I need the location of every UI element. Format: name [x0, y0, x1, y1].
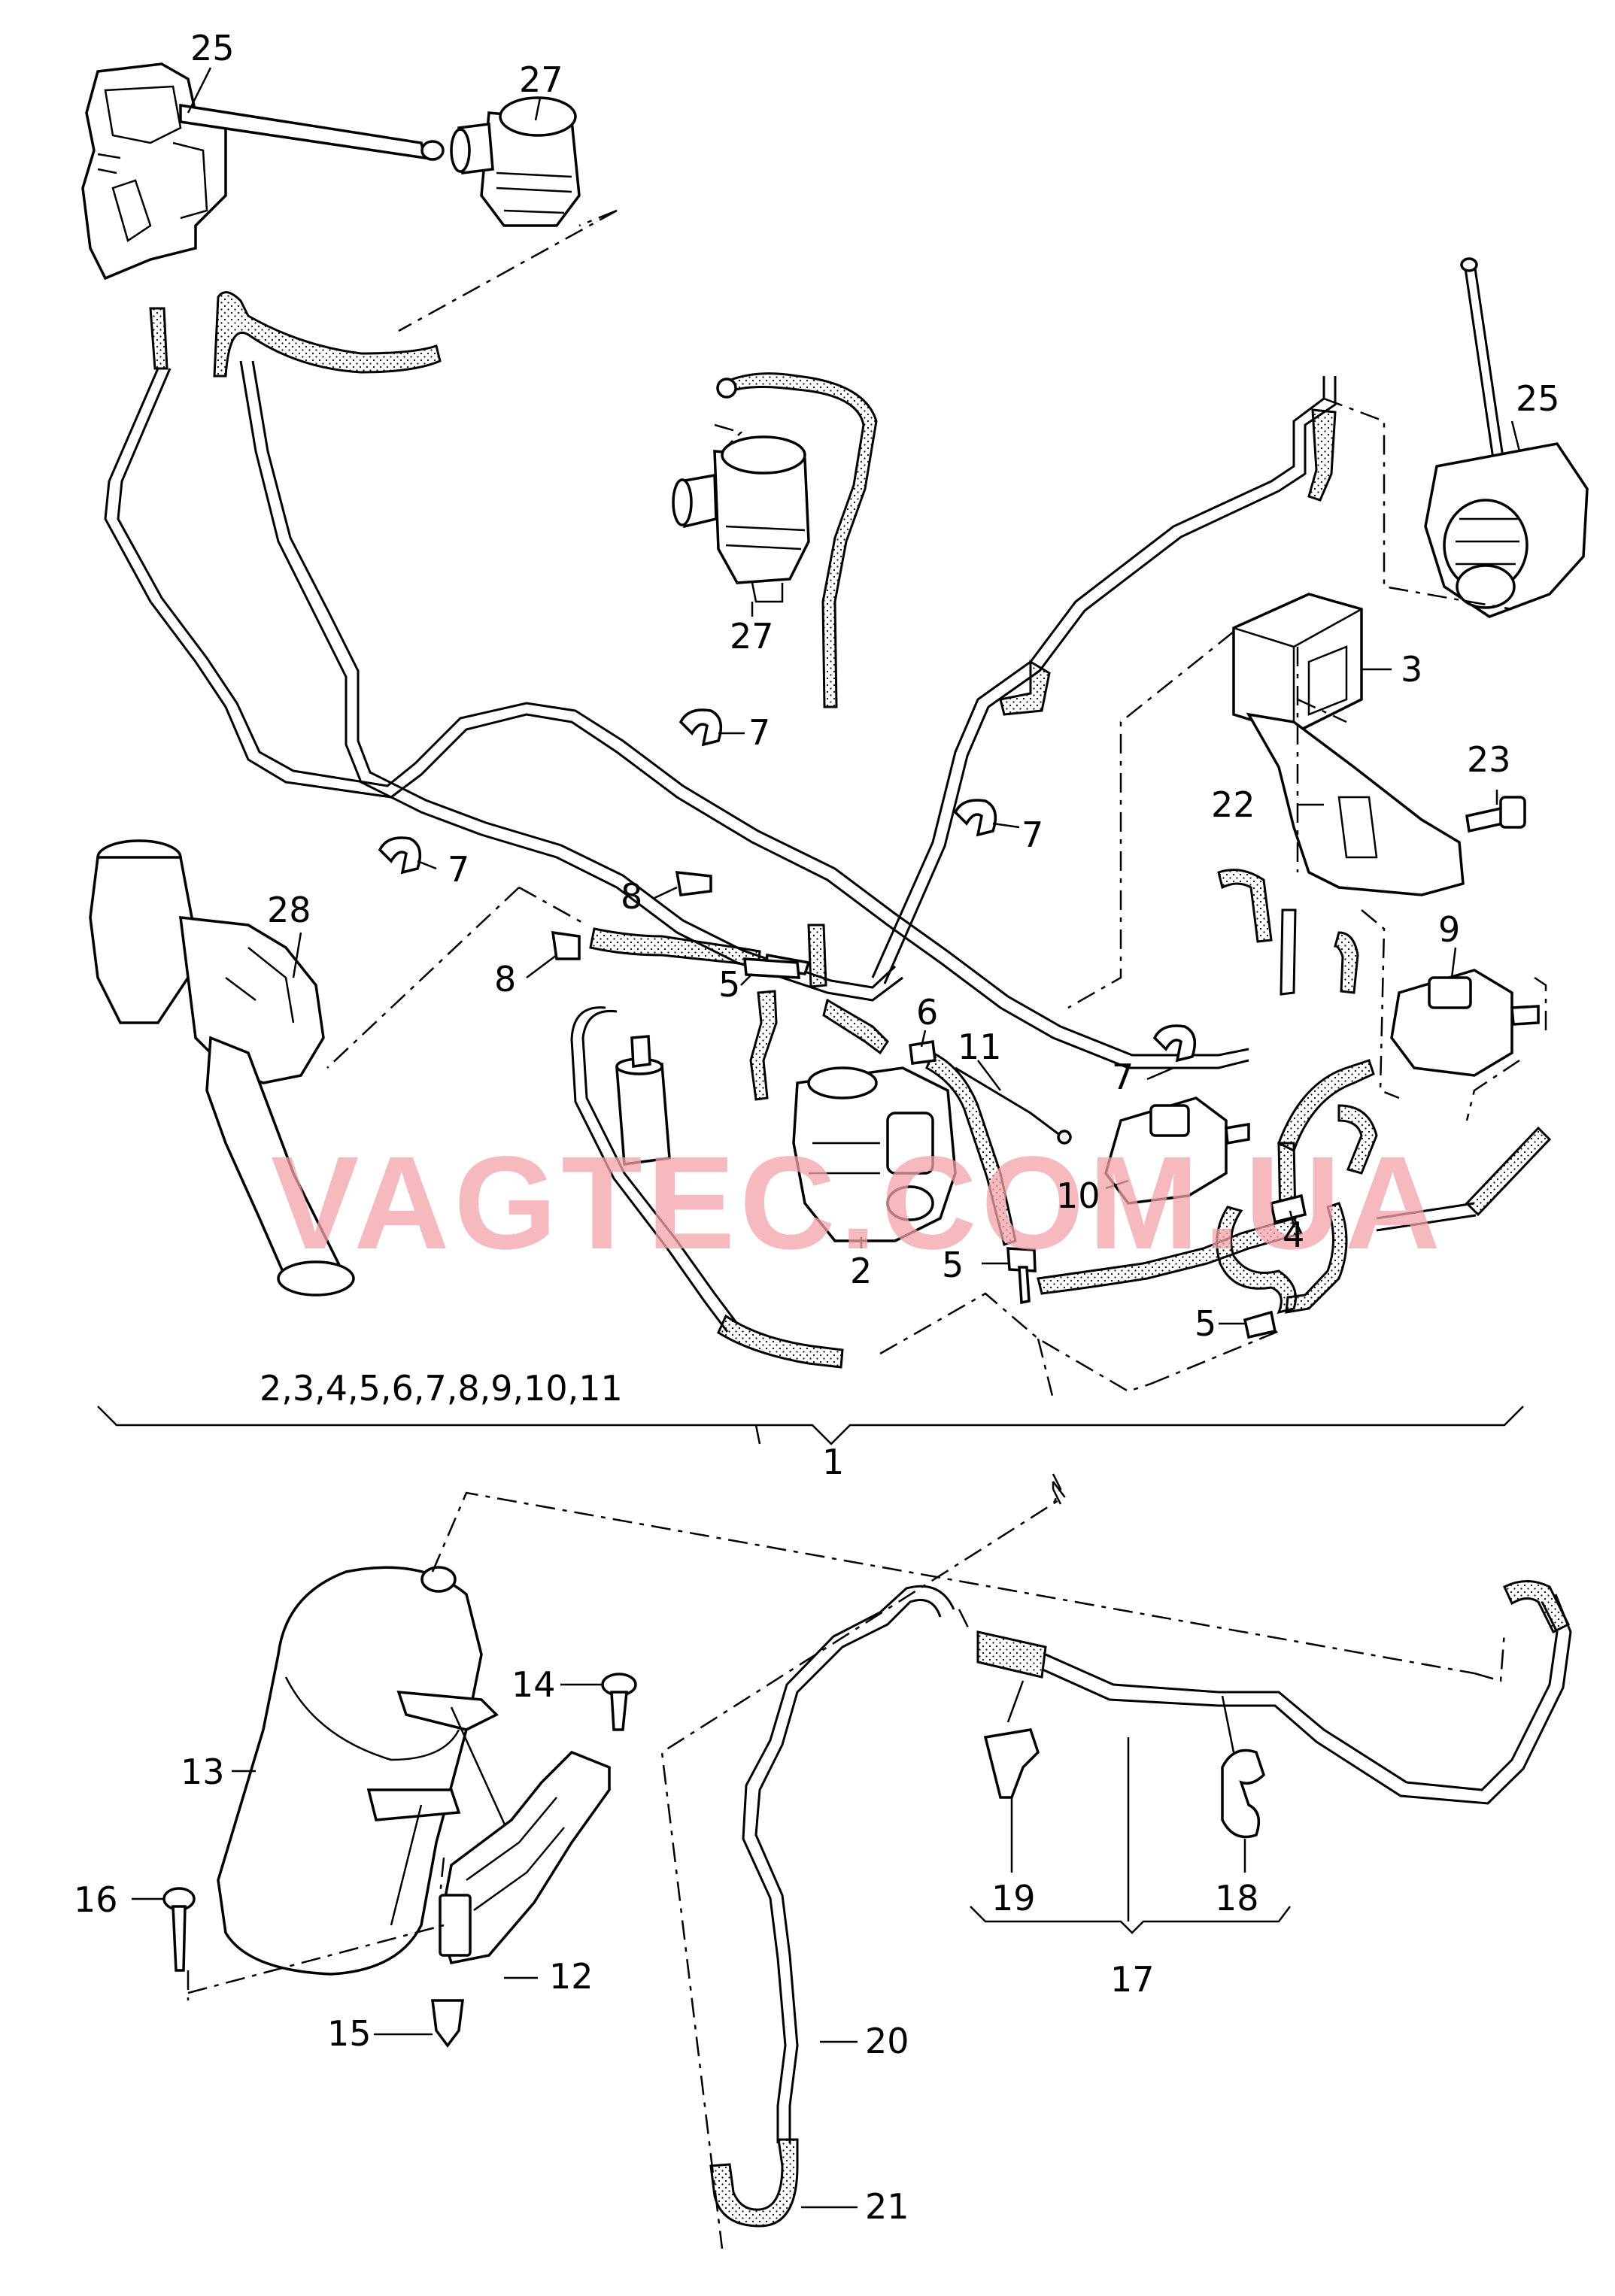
- callout-27: 27: [730, 616, 774, 657]
- callout-numbers: 25 27 27 25 3 23 22 7 7 7 7 8 8 28 5 5 5…: [74, 28, 1560, 2227]
- callout-5: 5: [942, 1245, 964, 1285]
- valve-27-middle: [672, 435, 810, 603]
- part-8: [551, 871, 712, 960]
- callout-1: 1: [822, 1442, 844, 1482]
- callout-8: 8: [621, 876, 642, 917]
- callout-7: 7: [448, 849, 469, 890]
- callout-13: 13: [181, 1752, 225, 1792]
- screw-16: [162, 1887, 196, 1972]
- valve-2: [792, 1066, 957, 1242]
- callout-7: 7: [1022, 814, 1043, 855]
- callout-5: 5: [1195, 1303, 1216, 1344]
- callout-19: 19: [991, 1878, 1036, 1918]
- clips-7: [378, 708, 1197, 1063]
- callout-8: 8: [494, 959, 516, 999]
- bracket-12: [439, 1750, 611, 1965]
- callout-11: 11: [958, 1027, 1002, 1067]
- clip-15: [431, 1999, 464, 2048]
- callout-28: 28: [267, 890, 311, 930]
- callout-16: 16: [74, 1879, 118, 1920]
- callout-15: 15: [327, 2013, 372, 2054]
- callout-7: 7: [748, 712, 770, 753]
- dashed-leaders-lower: [187, 1481, 1475, 2249]
- group-1-items-label: 2,3,4,5,6,7,8,9,10,11: [260, 1368, 623, 1409]
- wire-11: [955, 1066, 1072, 1145]
- watermark-text: VAGTEC.COM.UA: [271, 1130, 1445, 1277]
- connector-4: [1269, 1193, 1307, 1224]
- callout-25: 25: [190, 28, 235, 68]
- hoses-middle: [570, 869, 1552, 1369]
- callout-7: 7: [1112, 1057, 1134, 1097]
- callout-4: 4: [1283, 1215, 1304, 1255]
- part-28: [89, 839, 355, 1297]
- callout-17: 17: [1110, 1959, 1155, 2000]
- callout-27: 27: [519, 59, 563, 100]
- callout-10: 10: [1056, 1175, 1100, 1216]
- callout-14: 14: [512, 1664, 556, 1705]
- callout-6: 6: [916, 992, 938, 1033]
- actuator-25-left: [81, 62, 445, 281]
- hose-20: [742, 1585, 972, 2143]
- callout-21: 21: [865, 2186, 909, 2227]
- actuator-25-right: [1424, 257, 1589, 618]
- callout-20: 20: [865, 2021, 909, 2061]
- screw-14: [601, 1673, 637, 1731]
- filter-canister: [615, 1035, 671, 1166]
- clip-19: [983, 1728, 1040, 1799]
- callout-leaders: [132, 67, 1521, 2209]
- bolt-23: [1465, 796, 1526, 833]
- group-1-brace: [97, 1406, 1524, 1445]
- callout-3: 3: [1401, 649, 1422, 690]
- solenoid-10: [1104, 1096, 1250, 1205]
- callout-2: 2: [850, 1251, 872, 1291]
- bracket-22: [1246, 712, 1465, 896]
- hose-21: [709, 2138, 799, 2228]
- callout-9: 9: [1438, 909, 1460, 950]
- callout-25: 25: [1516, 378, 1560, 419]
- hoses-upper: [149, 291, 1337, 716]
- callout-12: 12: [549, 1956, 593, 1997]
- callout-23: 23: [1467, 739, 1511, 780]
- callout-5: 5: [718, 964, 740, 1005]
- callout-22: 22: [1211, 784, 1255, 825]
- part-6: [909, 1039, 937, 1065]
- group-17-brace: [970, 1906, 1291, 1934]
- tank-13: [217, 1566, 528, 1976]
- valve-27-top: [450, 96, 581, 227]
- clip-18: [1221, 1749, 1266, 1839]
- valve-9: [1390, 969, 1540, 1077]
- dashed-leaders: [326, 209, 1547, 1505]
- connectors-5: [743, 957, 1277, 1339]
- callout-18: 18: [1215, 1878, 1259, 1918]
- pipe-assembly-17: [976, 1580, 1572, 1805]
